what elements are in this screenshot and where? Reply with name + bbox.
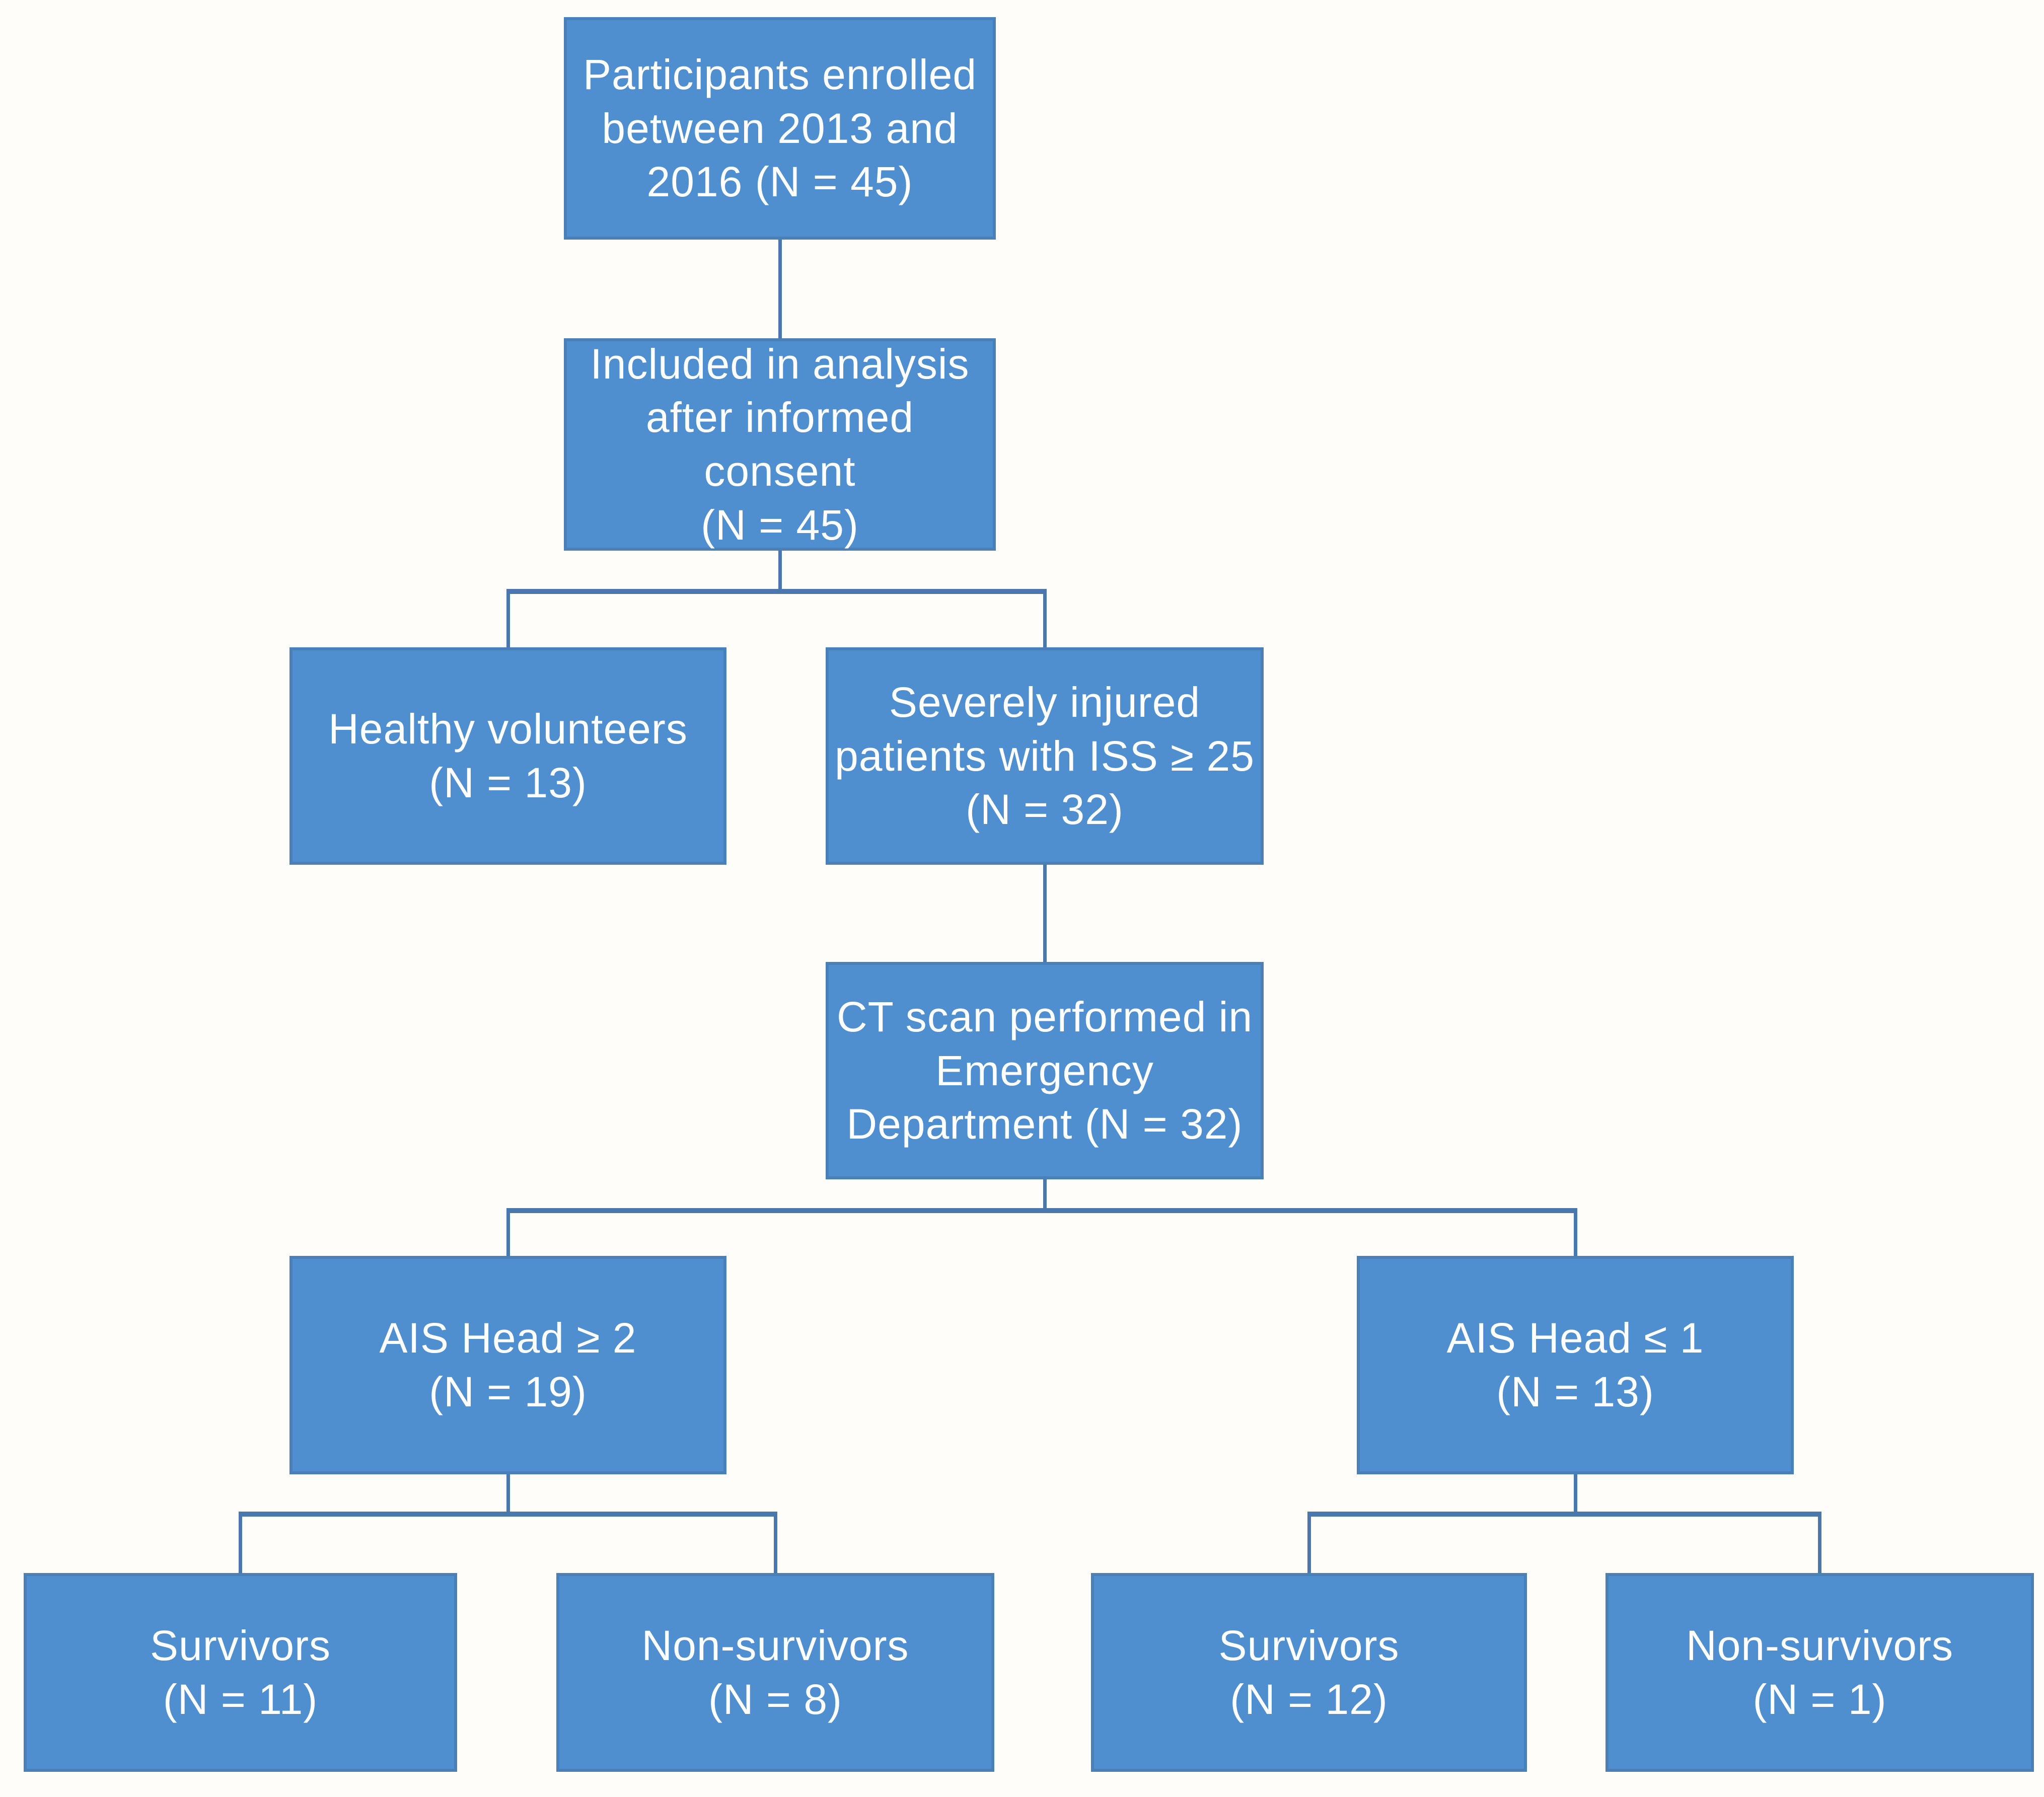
flow-node-label: AIS Head ≥ 2 (N = 19) — [379, 1314, 637, 1415]
flow-node-label: CT scan performed in Emergency Departmen… — [836, 993, 1253, 1148]
flow-node-label: Survivors (N = 12) — [1218, 1621, 1400, 1723]
flow-node-ais-head-le-1: AIS Head ≤ 1 (N = 13) — [1357, 1256, 1794, 1474]
connector-segment — [506, 591, 510, 647]
flow-node-survivors-ais-ge-2: Survivors (N = 11) — [24, 1573, 457, 1772]
flow-node-included-in-analysis: Included in analysis after informed cons… — [564, 338, 996, 551]
flow-node-survivors-ais-le-1: Survivors (N = 12) — [1091, 1573, 1527, 1772]
flow-node-ais-head-ge-2: AIS Head ≥ 2 (N = 19) — [289, 1256, 726, 1474]
flow-node-non-survivors-ais-le-1: Non-survivors (N = 1) — [1605, 1573, 2034, 1772]
flow-node-label: Non-survivors (N = 8) — [641, 1621, 909, 1723]
connector-segment — [506, 1474, 510, 1514]
flow-node-label: Healthy volunteers (N = 13) — [328, 705, 688, 806]
connector-segment — [1043, 591, 1047, 647]
connector-segment — [506, 1208, 1577, 1213]
connector-segment — [1043, 1179, 1047, 1211]
flow-node-label: Participants enrolled between 2013 and 2… — [582, 50, 977, 206]
connector-segment — [1574, 1211, 1577, 1256]
flow-node-ct-scan-performed: CT scan performed in Emergency Departmen… — [826, 962, 1264, 1179]
flow-node-label: Severely injured patients with ISS ≥ 25 … — [835, 678, 1255, 834]
connector-segment — [1307, 1514, 1311, 1573]
connector-segment — [774, 1514, 777, 1573]
connector-segment — [778, 240, 782, 338]
flow-node-label: Included in analysis after informed cons… — [590, 340, 970, 549]
connector-segment — [778, 551, 782, 591]
flow-node-healthy-volunteers: Healthy volunteers (N = 13) — [289, 647, 726, 865]
connector-segment — [1043, 865, 1047, 962]
flow-node-label: Non-survivors (N = 1) — [1686, 1621, 1954, 1723]
flow-node-participants-enrolled: Participants enrolled between 2013 and 2… — [564, 17, 996, 240]
connector-segment — [1574, 1474, 1577, 1514]
connector-segment — [506, 589, 1047, 594]
connector-segment — [239, 1514, 242, 1573]
connector-segment — [1818, 1514, 1821, 1573]
flow-node-non-survivors-ais-ge-2: Non-survivors (N = 8) — [556, 1573, 994, 1772]
connector-segment — [506, 1211, 510, 1256]
connector-segment — [1307, 1512, 1821, 1517]
flow-node-label: Survivors (N = 11) — [150, 1621, 331, 1723]
flow-node-severely-injured-patients: Severely injured patients with ISS ≥ 25 … — [826, 647, 1264, 865]
connector-segment — [239, 1512, 777, 1517]
flow-node-label: AIS Head ≤ 1 (N = 13) — [1446, 1314, 1704, 1415]
